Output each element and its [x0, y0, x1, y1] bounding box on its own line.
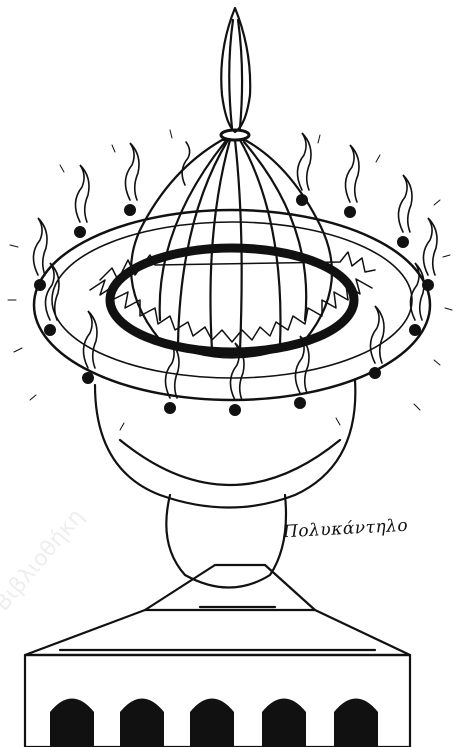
- finial-line-2: [238, 20, 242, 128]
- finial-line-1: [229, 20, 233, 128]
- candle-holders: [34, 194, 434, 416]
- finial: [221, 8, 250, 132]
- dome-rib-4: [240, 140, 281, 345]
- lamp-stem: [166, 495, 286, 588]
- flames: [33, 133, 437, 400]
- bowl-smile: [120, 440, 340, 485]
- pedestal-arches: [50, 699, 378, 747]
